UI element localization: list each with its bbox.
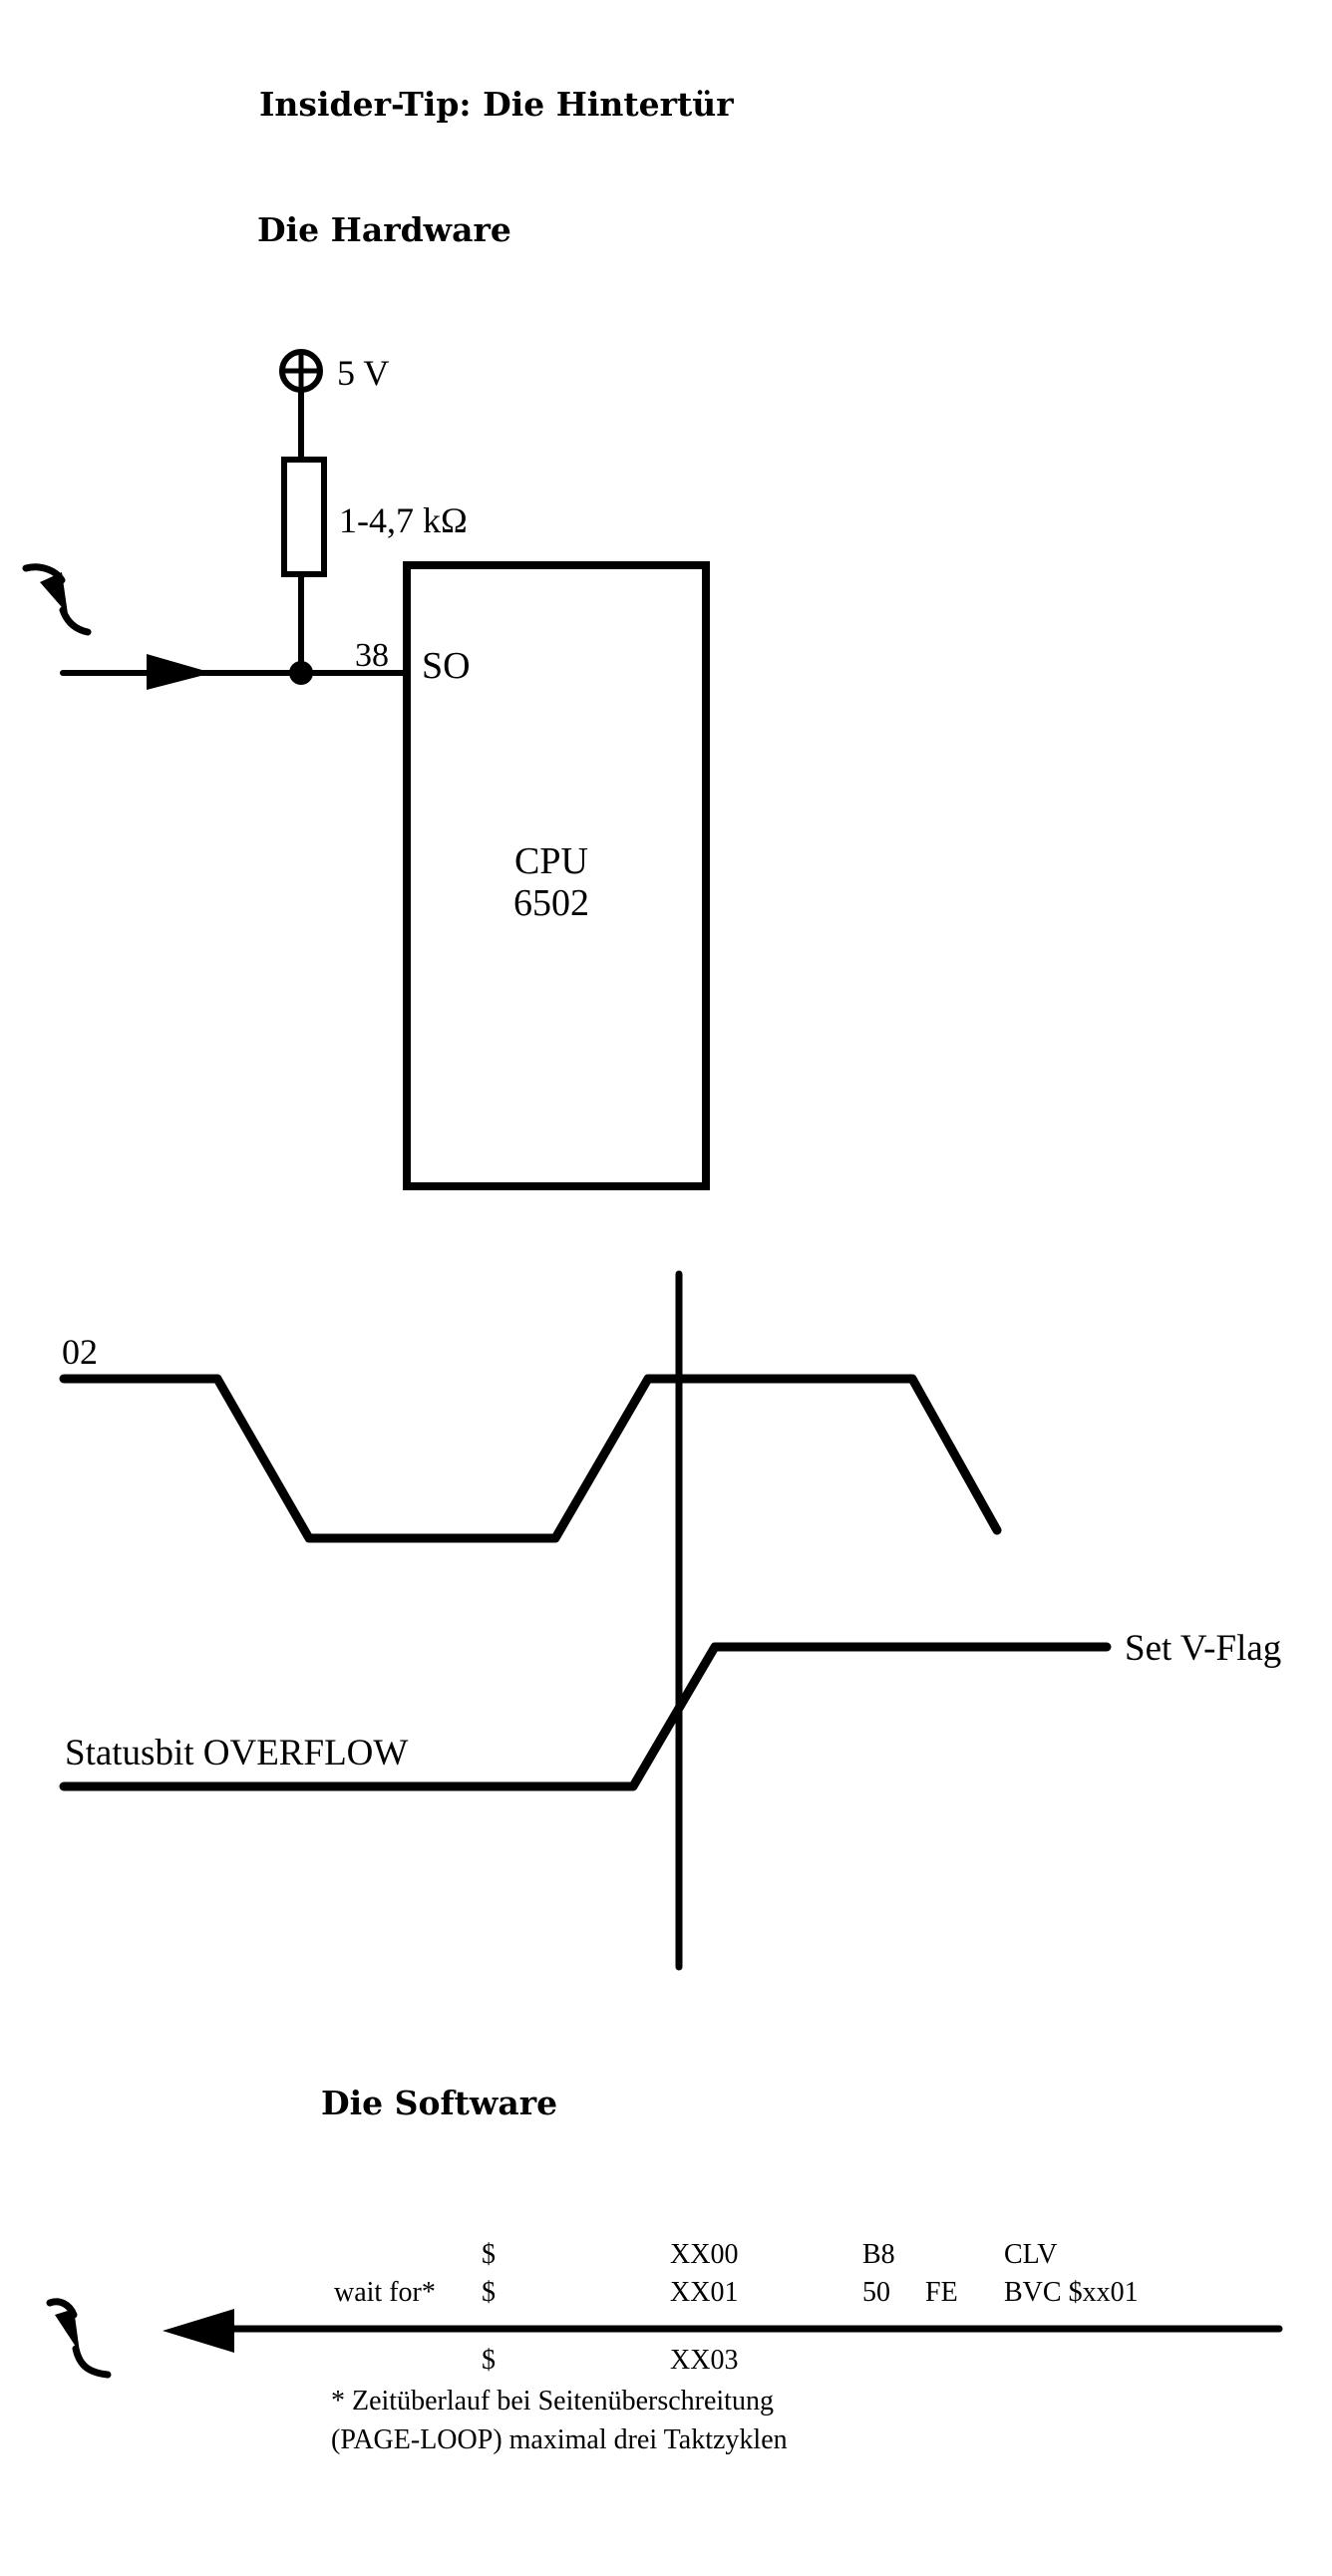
clock-waveform [59, 1374, 1002, 1543]
cpu-label: CPU [514, 840, 588, 882]
code-address: XX00 [670, 2239, 738, 2270]
supply-plus-icon [279, 349, 323, 393]
lightning-icon [46, 2298, 112, 2379]
code-row: $ XX00 B8 CLV [482, 2239, 1057, 2270]
code-address: XX01 [670, 2277, 738, 2308]
code-row: wait for* $ XX01 50 FE BVC $xx01 [334, 2277, 1139, 2308]
code-mnemonic: BVC $xx01 [1004, 2277, 1139, 2308]
code-byte1: 50 [862, 2277, 890, 2308]
code-address: XX03 [670, 2345, 738, 2376]
arrow-right-icon [147, 654, 212, 690]
pin-number: 38 [355, 637, 389, 674]
schematic: 5 V 1-4,7 kΩ 38 SO CPU 6502 [22, 349, 710, 1190]
code-label: wait for* [334, 2277, 436, 2308]
code-dollar: $ [482, 2239, 496, 2270]
cpu-chip-box [403, 561, 710, 1190]
timing-diagram: 02 Statusbit OVERFLOW Set V-Flag [59, 1270, 1281, 1971]
code-dollar: $ [482, 2277, 496, 2308]
page-title: Insider-Tip: Die Hintertür [259, 85, 734, 124]
hardware-heading: Die Hardware [257, 210, 511, 249]
software-heading: Die Software [321, 2084, 557, 2122]
status-label: Statusbit OVERFLOW [65, 1733, 408, 1773]
cpu-model-label: 6502 [513, 882, 589, 924]
footnote-line-1: * Zeitüberlauf bei Seitenüberschreitung [331, 2386, 774, 2416]
clock-label: 02 [62, 1332, 98, 1372]
code-dollar: $ [482, 2345, 496, 2376]
code-listing: $ XX00 B8 CLV wait for* $ XX01 50 FE BVC… [46, 2239, 1283, 2455]
junction-dot-icon [289, 661, 313, 685]
set-v-flag-label: Set V-Flag [1125, 1628, 1281, 1669]
code-byte1: B8 [862, 2239, 895, 2270]
arrow-left-icon [163, 2309, 234, 2353]
overflow-waveform [59, 1642, 1112, 1791]
code-row: $ XX03 [482, 2345, 738, 2376]
code-byte2: FE [925, 2277, 958, 2308]
lightning-icon [22, 563, 92, 636]
supply-label: 5 V [337, 353, 389, 393]
code-mnemonic: CLV [1004, 2239, 1057, 2270]
footnote-line-2: (PAGE-LOOP) maximal drei Taktzyklen [331, 2424, 788, 2455]
resistor-label: 1-4,7 kΩ [339, 500, 468, 540]
pin-name: SO [422, 645, 471, 687]
resistor-icon [281, 457, 327, 577]
